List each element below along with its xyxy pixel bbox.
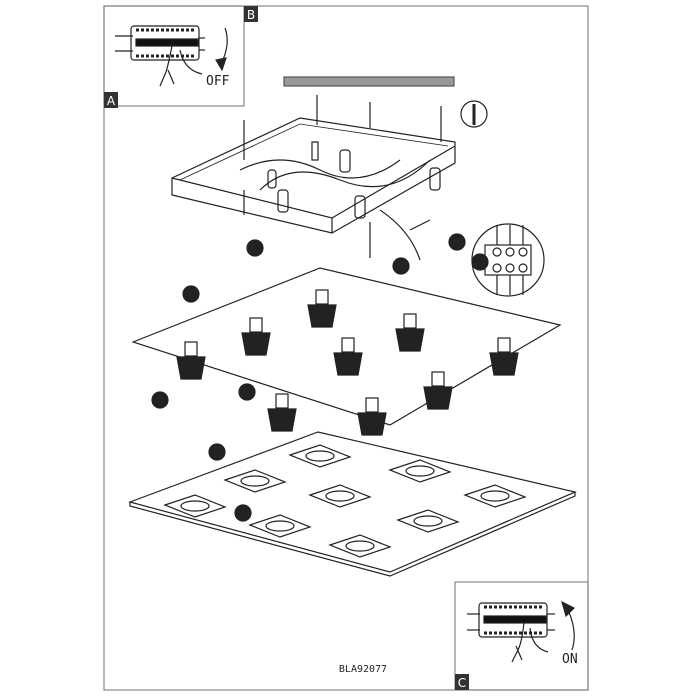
- step-8: 8: [214, 446, 221, 459]
- step-5: 5: [188, 288, 195, 301]
- hand-icon: [159, 45, 175, 87]
- panel-b-badge: [244, 6, 258, 22]
- screwdriver-icon: [460, 100, 488, 128]
- panel-a-label: A: [107, 94, 116, 108]
- mid-plate: [131, 267, 562, 426]
- step-6: 6: [244, 386, 251, 399]
- step-2: 2: [454, 236, 461, 249]
- step-4: 4: [252, 242, 259, 255]
- arrow-up-icon: [567, 609, 575, 651]
- on-text: ON: [562, 652, 578, 667]
- step-3: 3: [477, 256, 484, 269]
- ceiling-base-plate: [171, 95, 456, 261]
- step-callouts: 1 2 3 4 5 6 7 8 9: [151, 233, 489, 522]
- model-code: BLA92077: [339, 664, 387, 675]
- step-1: 1: [398, 260, 405, 273]
- ceiling-icon: [283, 76, 455, 87]
- off-text: OFF: [206, 74, 230, 89]
- page-frame: [103, 5, 589, 691]
- panel-c-badge: [455, 674, 469, 690]
- panel-a-badge: [104, 92, 118, 108]
- hand-icon: [511, 621, 525, 663]
- panel-switch-on: C ON: [454, 581, 589, 691]
- breaker-icon: [467, 602, 555, 638]
- panel-switch-off: B A OFF: [103, 5, 258, 108]
- breaker-icon: [115, 25, 205, 61]
- cover-plate: [128, 431, 577, 577]
- panel-c-label: C: [458, 676, 466, 690]
- step-7: 7: [157, 394, 164, 407]
- step-9: 9: [240, 507, 247, 520]
- panel-b-label: B: [247, 8, 255, 22]
- cover-openings: [163, 444, 527, 558]
- spot-bulbs: [176, 289, 519, 436]
